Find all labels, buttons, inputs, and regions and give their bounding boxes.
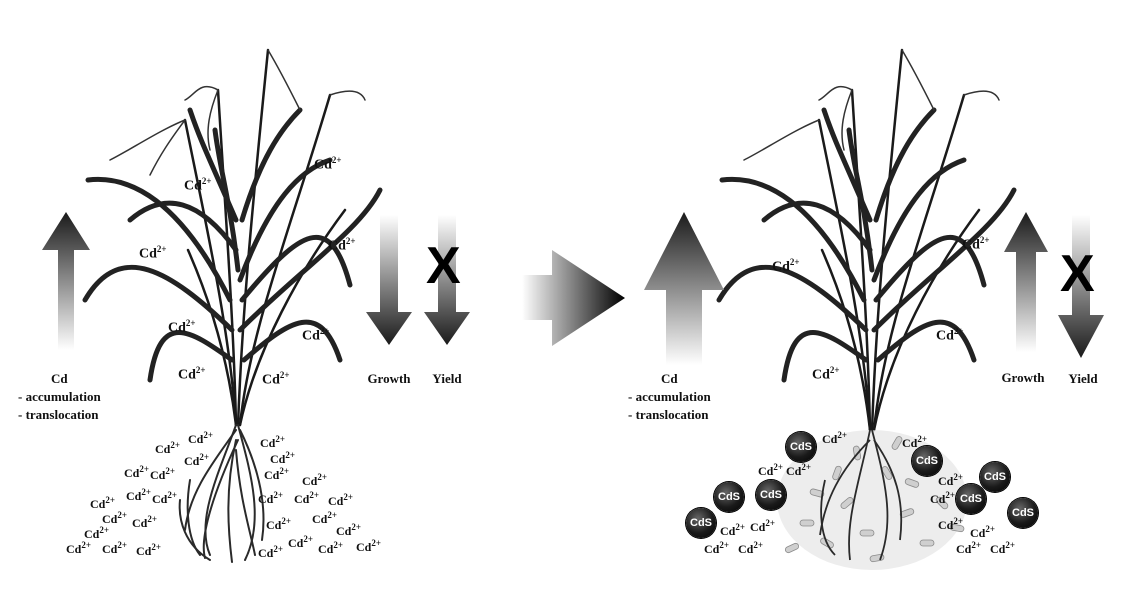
cds-particle: CdS <box>912 446 942 476</box>
cds-particle: CdS <box>956 484 986 514</box>
left-growth-label: Growth <box>367 371 411 386</box>
cd-ion: Cd2+ <box>970 524 995 540</box>
cd-ion: Cd2+ <box>288 534 313 550</box>
left-plant <box>82 48 383 563</box>
right-yield-down-arrow <box>1058 215 1104 358</box>
cd-ion: Cd2+ <box>356 538 381 554</box>
cd-ion: Cd2+ <box>956 540 981 556</box>
cd-ion: Cd2+ <box>930 490 955 506</box>
cd-ion: Cd2+ <box>178 365 206 383</box>
right-growth-label: Growth <box>1001 370 1045 385</box>
cd-ion: Cd2+ <box>720 522 745 538</box>
cd-ion: Cd2+ <box>270 450 295 466</box>
cd-ion: Cd2+ <box>150 466 175 482</box>
cd-ion: Cd2+ <box>302 472 327 488</box>
left-cd-label: Cd <box>51 371 68 386</box>
cd-ion: Cd2+ <box>266 516 291 532</box>
cd-ion: Cd2+ <box>136 542 161 558</box>
cd-ion: Cd2+ <box>902 434 927 450</box>
right-x-mark: X <box>1060 245 1095 303</box>
cds-particle: CdS <box>714 482 744 512</box>
cd-ion: Cd2+ <box>938 472 963 488</box>
left-cd-effects: Cd - accumulation - translocation <box>18 370 101 424</box>
cds-particle: CdS <box>786 432 816 462</box>
left-accumulation-label: - accumulation <box>18 389 101 404</box>
right-cd-label: Cd <box>661 371 678 386</box>
cd-ion: Cd2+ <box>812 365 840 383</box>
cd-ion: Cd2+ <box>786 462 811 478</box>
cd-ion: Cd2+ <box>260 434 285 450</box>
cd-ion: Cd2+ <box>938 516 963 532</box>
left-yield-down-arrow <box>424 215 470 345</box>
cd-ion: Cd2+ <box>66 540 91 556</box>
cd-ion: Cd2+ <box>184 452 209 468</box>
cd-ion: Cd2+ <box>328 492 353 508</box>
cd-ion: Cd2+ <box>772 257 800 275</box>
cd-ion: Cd2+ <box>294 490 319 506</box>
cds-particle: CdS <box>980 462 1010 492</box>
cd-ion: Cd2+ <box>750 518 775 534</box>
cds-particle: CdS <box>686 508 716 538</box>
right-plant <box>716 48 1017 432</box>
cd-ion: Cd2+ <box>336 522 361 538</box>
cd-ion: Cd2+ <box>314 155 342 173</box>
cds-particle: CdS <box>756 480 786 510</box>
cd-ion: Cd2+ <box>704 540 729 556</box>
cds-particle: CdS <box>1008 498 1038 528</box>
cd-ion: Cd2+ <box>758 462 783 478</box>
cd-ion: Cd2+ <box>155 440 180 456</box>
cd-ion: Cd2+ <box>90 495 115 511</box>
cd-ion: Cd2+ <box>132 514 157 530</box>
cd-ion: Cd2+ <box>328 236 356 254</box>
right-accumulation-label: - accumulation <box>628 389 711 404</box>
right-growth-up-arrow <box>1004 212 1048 352</box>
cd-ion: Cd2+ <box>168 318 196 336</box>
cd-ion: Cd2+ <box>102 510 127 526</box>
cd-ion: Cd2+ <box>312 510 337 526</box>
cd-ion: Cd2+ <box>102 540 127 556</box>
right-translocation-label: - translocation <box>628 407 709 422</box>
left-translocation-label: - translocation <box>18 407 99 422</box>
cd-ion: Cd2+ <box>262 370 290 388</box>
cd-ion: Cd2+ <box>184 176 212 194</box>
cd-ion: Cd2+ <box>188 430 213 446</box>
cd-ion: Cd2+ <box>936 326 964 344</box>
cd-ion: Cd2+ <box>738 540 763 556</box>
transition-arrow <box>522 250 625 346</box>
cd-ion: Cd2+ <box>152 490 177 506</box>
left-x-mark: X <box>426 237 461 295</box>
cd-ion: Cd2+ <box>126 487 151 503</box>
right-up-arrow <box>644 212 724 365</box>
cd-ion: Cd2+ <box>124 464 149 480</box>
left-growth-down-arrow <box>366 215 412 345</box>
cd-ion: Cd2+ <box>84 525 109 541</box>
cd-ion: Cd2+ <box>139 244 167 262</box>
cd-ion: Cd2+ <box>264 466 289 482</box>
cd-ion: Cd2+ <box>302 326 330 344</box>
cd-ion: Cd2+ <box>318 540 343 556</box>
left-up-arrow <box>42 212 90 350</box>
right-cd-effects: Cd - accumulation - translocation <box>628 370 711 424</box>
cd-ion: Cd2+ <box>962 235 990 253</box>
cd-ion: Cd2+ <box>822 430 847 446</box>
cd-ion: Cd2+ <box>258 544 283 560</box>
left-yield-label: Yield <box>432 371 462 386</box>
cd-ion: Cd2+ <box>258 490 283 506</box>
cd-ion: Cd2+ <box>990 540 1015 556</box>
right-yield-label: Yield <box>1068 371 1098 386</box>
